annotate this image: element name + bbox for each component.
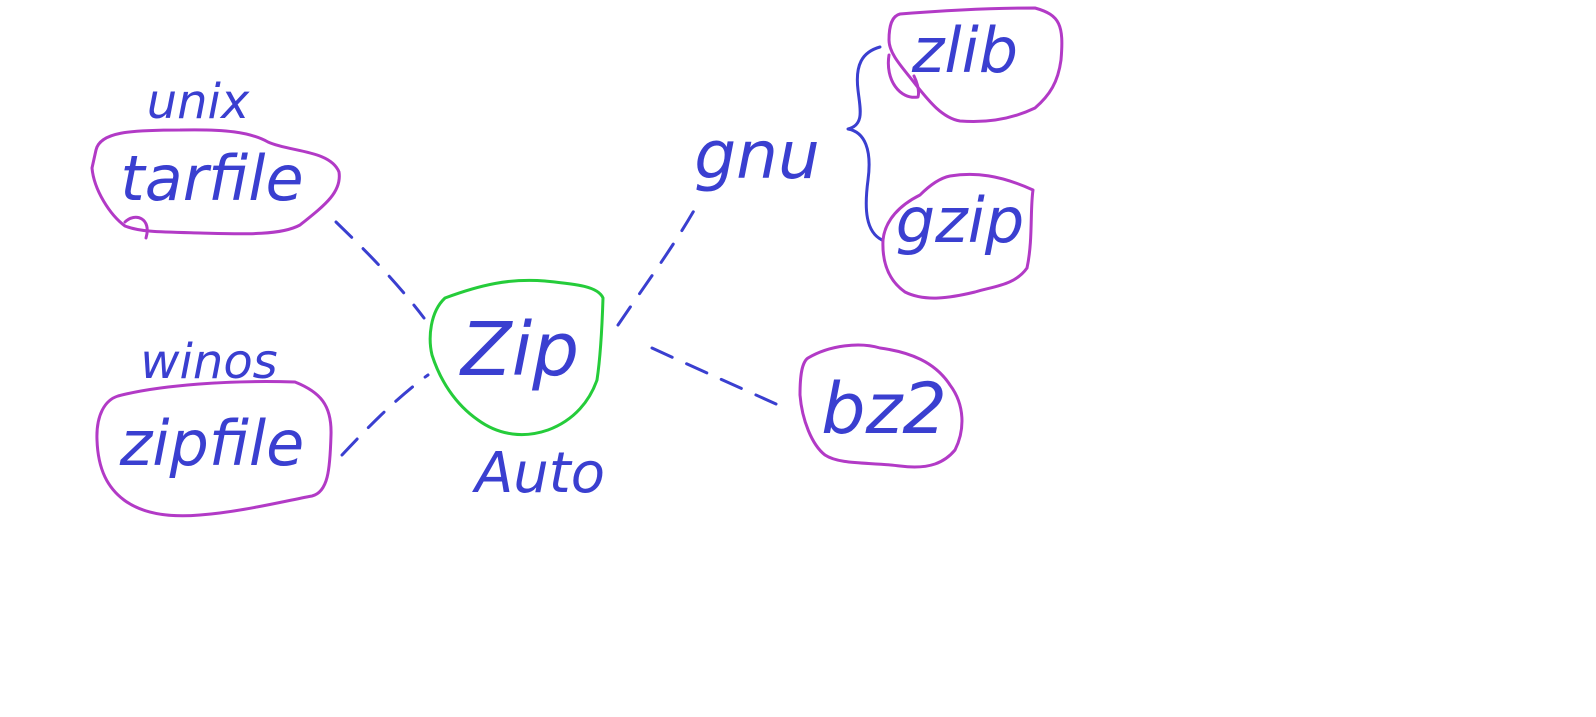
zipfile-node: zipfile xyxy=(95,380,333,518)
center-caption: Auto xyxy=(472,441,605,506)
tarfile-node-outline-tail xyxy=(123,215,149,240)
group-label-gnu: gnu xyxy=(694,117,820,194)
tarfile-node-label: tarfile xyxy=(120,142,303,215)
tarfile-node: tarfile xyxy=(90,128,341,240)
group-label-unix: unix xyxy=(147,74,250,130)
gnu-group-brace xyxy=(846,45,884,242)
zipfile-node-label: zipfile xyxy=(119,407,305,480)
connector-zip-gnu xyxy=(616,198,702,327)
bz2-node-label: bz2 xyxy=(821,368,947,450)
zlib-node-outline xyxy=(887,6,1064,124)
connector-tarfile-zip xyxy=(334,220,426,320)
zipfile-node-outline xyxy=(95,380,333,518)
connector-zipfile-zip xyxy=(340,373,430,457)
center-node: Zip xyxy=(428,278,605,437)
zlib-node: zlib xyxy=(886,6,1064,124)
gzip-node: gzip xyxy=(881,172,1035,300)
bz2-node-outline xyxy=(798,343,964,469)
zlib-node-label: zlib xyxy=(911,14,1018,87)
connector-zip-bz2 xyxy=(650,346,787,410)
tarfile-node-outline xyxy=(90,128,341,236)
gzip-node-label: gzip xyxy=(896,184,1024,257)
zlib-node-outline-tail xyxy=(886,53,920,99)
gzip-node-outline xyxy=(881,172,1035,300)
bz2-node: bz2 xyxy=(798,343,964,469)
center-node-label: Zip xyxy=(459,307,579,393)
center-node-outline xyxy=(428,278,605,437)
